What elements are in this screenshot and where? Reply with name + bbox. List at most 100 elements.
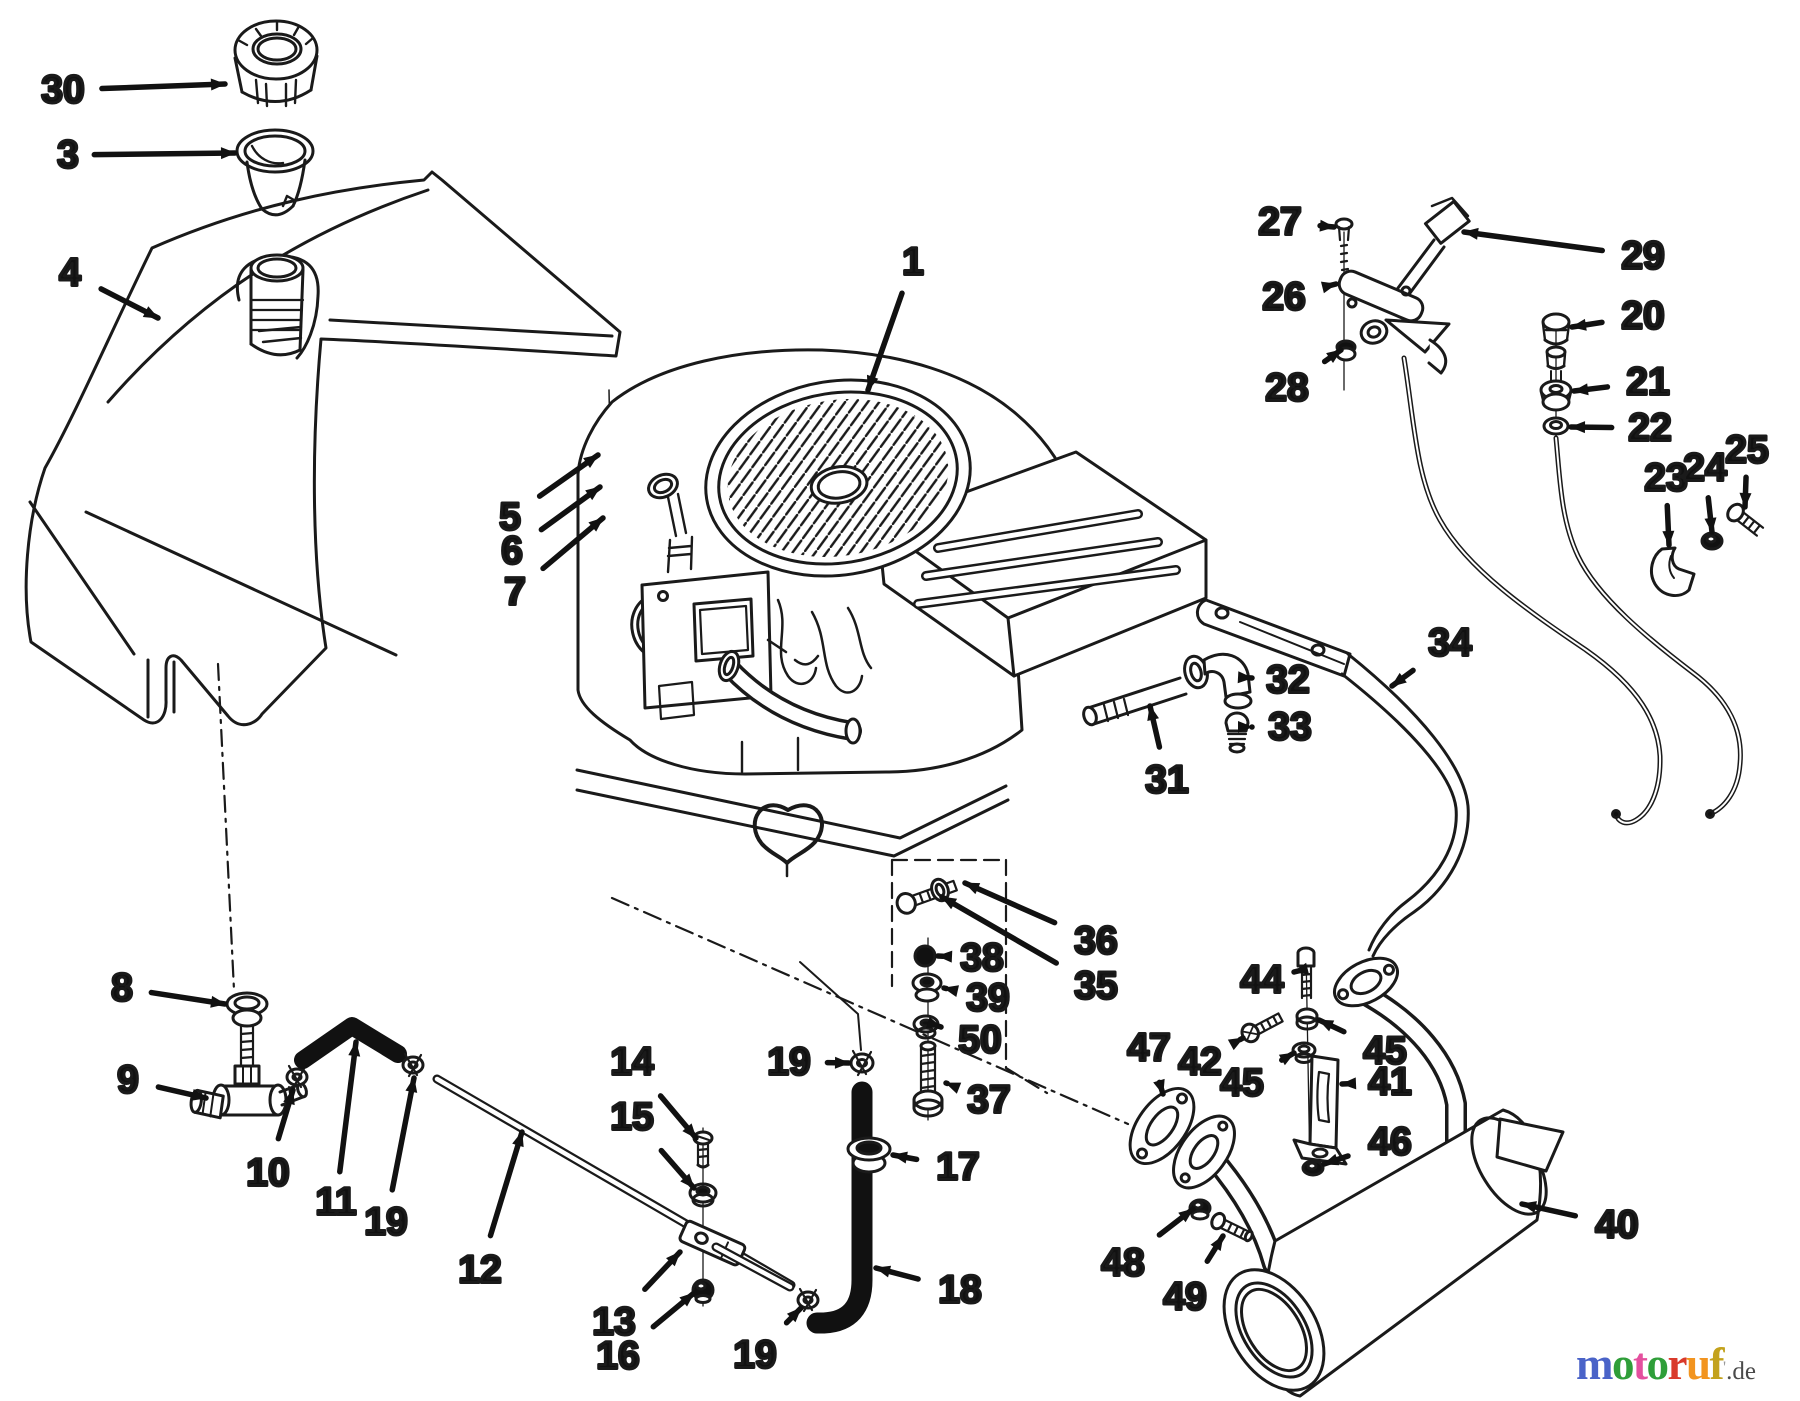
callout-labels: 3034567127262829202122232425343233313635…: [40, 67, 1770, 1379]
wiring-harness: [766, 598, 873, 694]
logo-tick: ': [1723, 1357, 1727, 1377]
bolt-49: [1210, 1211, 1254, 1243]
logo-tld: .de: [1726, 1358, 1756, 1385]
hose-clamp-10: [285, 1064, 309, 1090]
part-callout-15: 15: [610, 1096, 653, 1139]
fuel-hose-assembly: [799, 961, 892, 1334]
leader-lines: [91, 78, 1752, 1330]
dipstick: [647, 472, 694, 574]
leader-line-27: [1317, 219, 1337, 232]
part-callout-16: 16: [596, 1335, 639, 1378]
part-callout-38: 38: [960, 937, 1003, 980]
part-callout-23: 23: [1644, 457, 1687, 500]
part-callout-29: 29: [1621, 235, 1664, 278]
part-callout-3: 3: [57, 134, 79, 177]
part-callout-6: 6: [501, 530, 523, 573]
leader-line-26: [1320, 281, 1339, 294]
part-callout-13: 13: [592, 1301, 635, 1344]
part-callout-37: 37: [967, 1079, 1010, 1122]
frame-rails: [575, 768, 1010, 858]
part-callout-25: 25: [1725, 429, 1768, 472]
part-callout-45: 45: [1220, 1062, 1263, 1105]
leader-line-35: [939, 894, 1060, 966]
part-callout-35: 35: [1074, 965, 1117, 1008]
leader-line-19: [389, 1075, 418, 1193]
part-callout-47: 47: [1127, 1027, 1170, 1070]
part-callout-19: 19: [767, 1041, 810, 1084]
part-callout-14: 14: [610, 1041, 654, 1084]
part-callout-44: 44: [1240, 959, 1284, 1002]
leader-line-18: [873, 1265, 921, 1282]
part-callout-4: 4: [59, 252, 81, 295]
leader-line-7: [540, 515, 606, 572]
part-callout-50: 50: [958, 1019, 1001, 1062]
pipe-flange-left: [1172, 1114, 1236, 1190]
leader-line-50: [925, 1016, 944, 1030]
part-callout-34: 34: [1428, 622, 1472, 665]
leader-line-1: [865, 290, 905, 393]
logo-letter: m: [1576, 1339, 1614, 1389]
part-callout-19: 19: [733, 1334, 776, 1377]
leader-line-22: [1568, 421, 1615, 434]
fuel-hose-11: [294, 1017, 407, 1069]
leader-line-4: [98, 286, 161, 321]
bolt-42: [1240, 1012, 1284, 1044]
leader-line-36: [962, 880, 1058, 926]
part-callout-40: 40: [1595, 1204, 1638, 1247]
leader-line-9: [155, 1084, 209, 1101]
leader-line-15: [658, 1147, 697, 1191]
leader-line-3: [91, 147, 238, 160]
leader-line-28: [1321, 347, 1344, 365]
fuel-line-clamp-assembly: [678, 1127, 820, 1313]
fuel-fittings: [1082, 652, 1253, 754]
leader-line-31: [1147, 703, 1163, 750]
leader-line-45: [1278, 1050, 1297, 1066]
throttle-cables: [1401, 355, 1743, 826]
leader-line-16: [650, 1290, 697, 1330]
throttle-control: [1334, 196, 1471, 391]
part-callout-26: 26: [1262, 276, 1305, 319]
leader-line-39: [941, 985, 959, 997]
motoruf-logo: motoruf'.de: [1576, 1338, 1796, 1390]
fuel-filter-funnel: [235, 128, 315, 217]
leader-line-13: [642, 1249, 683, 1293]
leader-line-46: [1321, 1153, 1351, 1167]
leader-line-6: [538, 484, 603, 533]
logo-letter: t: [1633, 1339, 1648, 1389]
leader-line-29: [1461, 227, 1605, 254]
part-callout-22: 22: [1628, 407, 1671, 450]
muffler-outlet: [1222, 1268, 1326, 1392]
part-callout-42: 42: [1178, 1041, 1221, 1084]
leader-line-34: [1389, 667, 1416, 689]
part-callout-19: 19: [364, 1201, 407, 1244]
leader-line-10: [275, 1087, 296, 1142]
part-callout-8: 8: [111, 967, 133, 1010]
logo-text: motoruf: [1576, 1339, 1724, 1389]
leader-line-45: [1316, 1017, 1347, 1035]
fan-screen: [704, 378, 972, 578]
leader-line-8: [148, 989, 228, 1008]
part-callout-1: 1: [902, 241, 924, 284]
part-callout-5: 5: [499, 496, 521, 539]
bracket-41: [1308, 1054, 1340, 1150]
leader-line-19: [783, 1305, 804, 1326]
part-callout-31: 31: [1145, 759, 1188, 802]
part-callout-18: 18: [938, 1269, 981, 1312]
hose-clamp-19c: [849, 1049, 875, 1077]
logo-letter: o: [1612, 1339, 1635, 1389]
leader-line-20: [1569, 318, 1605, 331]
leader-line-47: [1153, 1078, 1166, 1097]
leader-line-12: [487, 1129, 525, 1239]
leader-line-30: [99, 78, 228, 92]
choke-cable-knob: [1539, 312, 1573, 439]
leader-line-49: [1204, 1233, 1226, 1264]
part-callout-27: 27: [1258, 201, 1301, 244]
leader-line-14: [657, 1093, 699, 1141]
hose-clamp-19: [401, 1052, 425, 1078]
part-callout-17: 17: [936, 1146, 979, 1189]
part-callout-21: 21: [1626, 361, 1669, 404]
part-callout-49: 49: [1163, 1276, 1206, 1319]
mount-plate-hidden-lines: [890, 858, 1049, 1095]
deflector: [1495, 1117, 1565, 1173]
part-callout-32: 32: [1266, 659, 1309, 702]
